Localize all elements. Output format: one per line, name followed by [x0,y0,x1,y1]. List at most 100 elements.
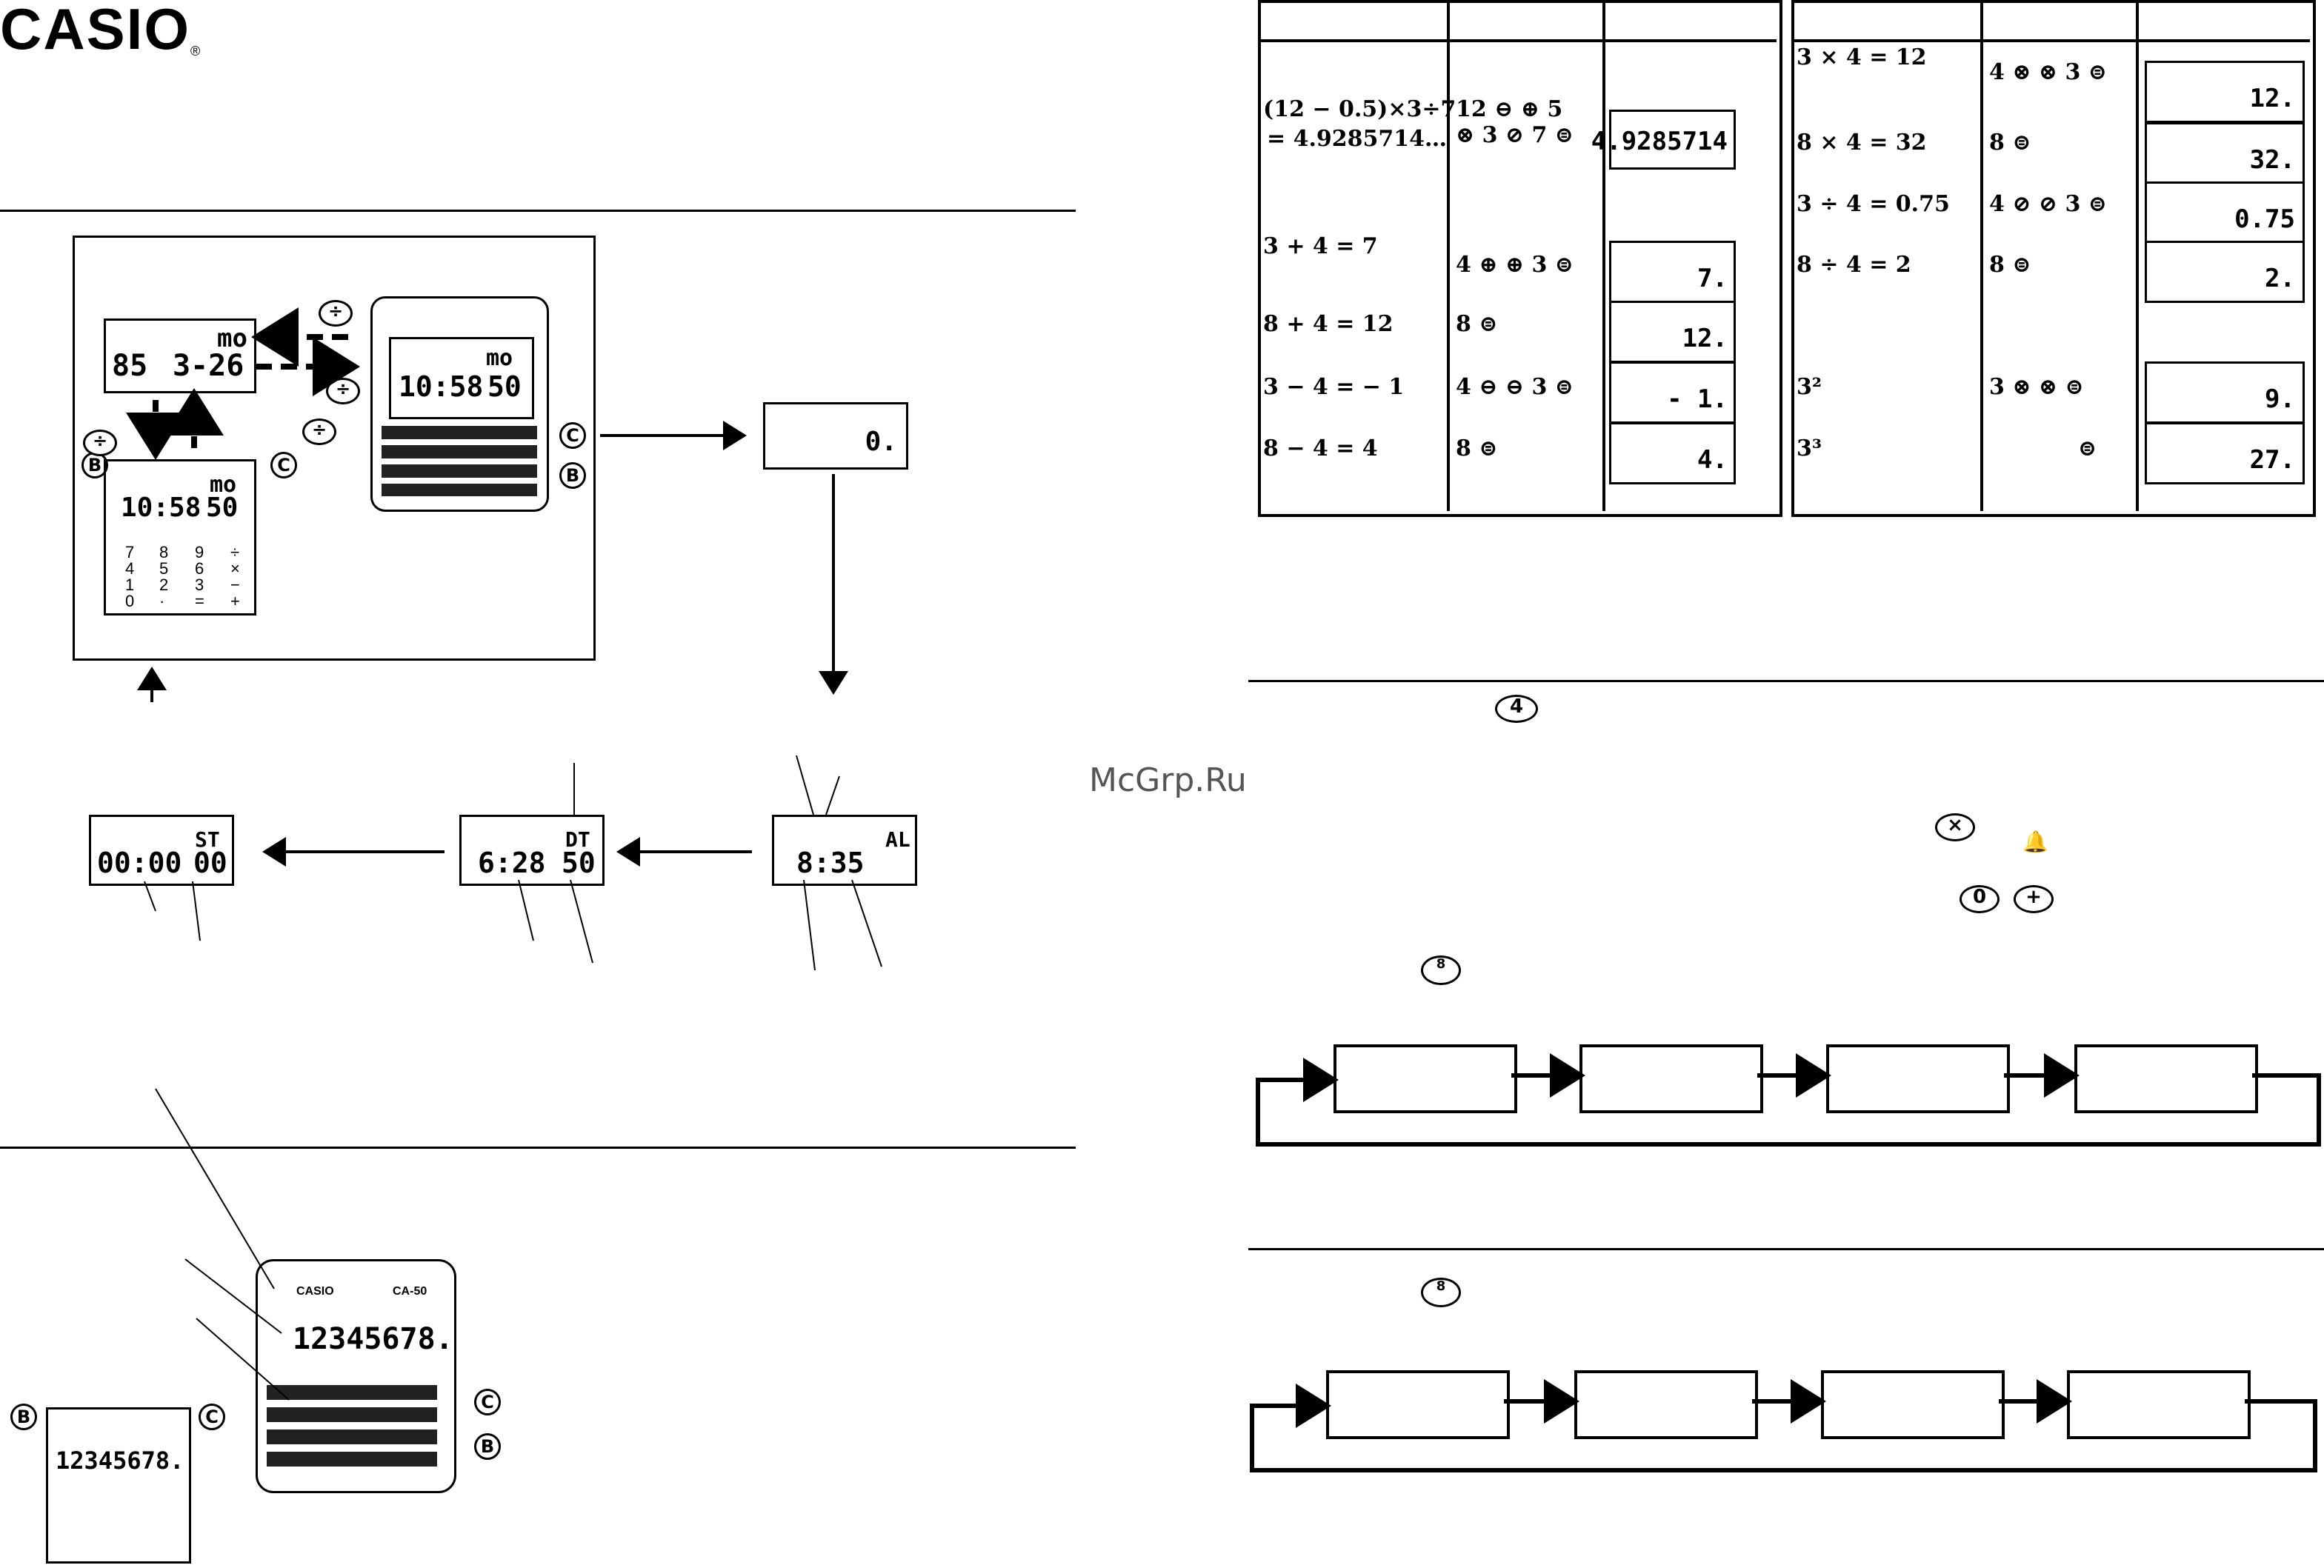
button-b[interactable]: B [474,1433,501,1460]
button-b[interactable]: B [10,1404,37,1430]
expression: 3 − 4 = − 1 [1263,374,1405,400]
section-rule [0,1147,1076,1149]
expression: 3 ÷ 4 = 0.75 [1797,191,1950,217]
expression: 8 − 4 = 4 [1263,436,1378,461]
brand-text: CASIO [0,0,191,61]
registered-mark: ® [190,44,202,59]
key-plus[interactable]: + [2014,885,2054,913]
result-value: 9. [2265,384,2295,414]
key-label: 5 [159,559,169,578]
key-label: 2 [159,576,169,594]
key-label: 6 [195,559,204,578]
mode-key[interactable]: 8 [1421,955,1461,985]
result-value: 0.75 [2234,204,2295,234]
key-multiply[interactable]: × [1935,813,1975,841]
key-sequence: 4 ⊗ ⊗ 3 ⊜ [1989,59,2107,85]
small-display-value: 12345678. [56,1447,184,1475]
result-value: 12. [2249,84,2295,113]
key-sequence: 8 ⊜ [1456,311,1498,337]
watch-case [256,1259,456,1493]
section-rule [1248,1248,2324,1250]
result-value: 12. [1682,324,1728,353]
key-4[interactable]: 4 [1495,695,1538,723]
key-sequence: 12 ⊖ ⊕ 5 [1456,96,1563,122]
date-value: 3-26 [173,349,244,383]
watch-case [370,296,549,512]
alarm-display: AL 8:35 [772,815,917,886]
key-sequence: 4 ⊖ ⊖ 3 ⊜ [1456,374,1574,400]
stopwatch-display: ST 00:00 00 [89,815,234,886]
cycle-box-2 [1574,1370,1758,1439]
stopwatch-mark: ST [195,827,220,852]
section-rule [1248,680,2324,682]
result-value: 27. [2249,445,2295,475]
mode-key[interactable]: 8 [1421,1278,1461,1307]
key-sequence: 4 ⊘ ⊘ 3 ⊜ [1989,191,2107,217]
result-display: 2. [2145,241,2305,303]
day-value: mo [486,345,513,371]
key-sequence: 8 ⊜ [1989,252,2031,278]
cycle-box-4 [2067,1370,2251,1439]
stopwatch-time: 00:00 [97,847,182,879]
dual-time: 6:28 [478,847,546,879]
key-label: 8 [159,543,169,561]
result-display: 4. [1609,422,1736,484]
key-sequence: 8 ⊜ [1456,436,1498,461]
result-value: 4. [1697,445,1728,475]
key-label: 0 [125,592,135,610]
result-display: 4.9285714 [1591,110,1736,170]
button-b[interactable]: B [559,462,586,489]
key-label: 9 [195,543,204,561]
watch-keypad [267,1385,437,1470]
header-rule [0,210,1076,212]
key-label: · [159,592,165,610]
year-value: 85 [112,349,148,383]
cycle-box-1 [1326,1370,1510,1439]
dual-time-display: DT 6:28 50 [459,815,605,886]
cycle-box-3 [1826,1044,2010,1113]
key-0[interactable]: 0 [1960,885,2000,913]
result-display: 12. [1609,301,1736,363]
alarm-time: 8:35 [796,847,865,879]
stopwatch-seconds: 00 [193,847,227,879]
calc-display: 0. [763,402,908,470]
key-sequence: 8 ⊜ [1989,130,2031,156]
small-watch-display: 12345678. [46,1407,191,1564]
result-display: 12. [2145,61,2305,123]
result-value: 2. [2265,264,2295,293]
key-sequence: 3 ⊗ ⊗ ⊜ [1989,374,2084,400]
watermark: McGrp.Ru [1089,761,1247,799]
button-c[interactable]: C [270,452,297,478]
seconds-value: 50 [206,493,239,523]
key-sequence: ⊜ [2078,436,2097,461]
divide-key[interactable]: ÷ [319,300,353,327]
watch-display: mo 10:58 50 [389,337,534,419]
result-value: 32. [2249,145,2295,175]
divide-key[interactable]: ÷ [83,430,117,456]
casio-logo: CASIO® [0,0,202,58]
button-c[interactable]: C [474,1389,501,1415]
key-label: 7 [125,543,135,561]
seconds-value: 50 [487,370,522,403]
watch-model: CA-50 [393,1285,427,1298]
time-display: mo 10:58 50 7 8 9 ÷ 4 5 6 × 1 2 3 − [104,459,256,615]
key-label: + [230,592,240,610]
expression: 3³ [1797,436,1822,461]
button-c[interactable]: C [559,422,586,449]
expression: = 4.9285714… [1267,126,1448,152]
cycle-box-2 [1579,1044,1763,1113]
expression: 8 × 4 = 32 [1797,130,1927,156]
key-label: = [195,592,204,610]
key-label: ÷ [230,543,240,561]
day-value: mo [210,472,237,498]
expression: 3 + 4 = 7 [1263,233,1378,259]
expression: 8 + 4 = 12 [1263,311,1394,337]
result-display: 27. [2145,422,2305,484]
key-label: × [230,559,240,578]
divide-key[interactable]: ÷ [302,418,336,445]
button-c[interactable]: C [199,1404,225,1430]
expression: 8 ÷ 4 = 2 [1797,252,1911,278]
day-value: mo [217,324,247,353]
expression: 3 × 4 = 12 [1797,44,1927,70]
